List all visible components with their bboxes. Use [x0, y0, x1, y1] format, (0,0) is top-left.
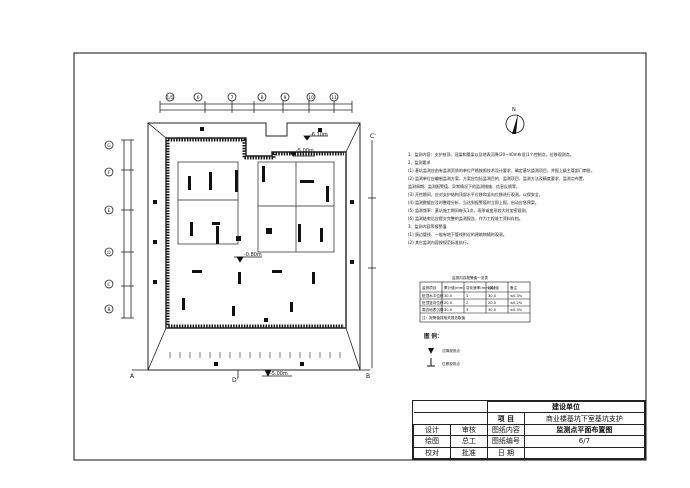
grid-label: 6: [197, 95, 200, 101]
chief-label: 总工: [449, 435, 488, 448]
table-cell: 30.0: [444, 294, 453, 298]
design-notes: 1、监测内容：支护桩顶、冠梁和腰梁以及地表沉降(20~40m布设)1个控制点，位…: [408, 151, 595, 245]
table-header: 变化速率(mm/d): [466, 285, 494, 290]
title-block: 建设单位 项 目 商业楼基坑下室基坑支护 设计 审核 图纸内容 监测点平面布置图…: [412, 400, 646, 460]
outer-slope-boundary: [147, 122, 361, 371]
legend-title: 图 例：: [424, 332, 442, 340]
alarm-table: 监测内容报警值一览表 监测项目 累计值(mm) 变化速率(mm/d) 控制值 备…: [419, 275, 531, 323]
top-dimension-lines: [159, 101, 353, 113]
review-label: 审核: [449, 423, 488, 437]
grid-label: 10: [308, 95, 314, 101]
table-cell: 30.0: [488, 308, 497, 312]
table-cell: 3: [466, 308, 468, 312]
note-line: (3) 开挖期间，应对支护结构顶部水平位移和竖向位移进行观测，以保安全。: [408, 191, 543, 197]
content-value: 监测点平面布置图: [523, 423, 646, 437]
grid-label: 11: [331, 95, 337, 101]
project-value: 商业楼基坑下室基坑支护: [523, 412, 646, 425]
note-line: (2) 其它监测内容按规范标准执行。: [408, 239, 471, 245]
note-line: 2、监测要求: [408, 159, 431, 165]
table-header: 累计值(mm): [444, 285, 465, 290]
table-header: 备注: [510, 285, 518, 290]
level-label: -0.80m: [244, 252, 262, 258]
content-label: 图纸内容: [486, 423, 525, 437]
corner-label: D': [232, 377, 239, 384]
owner-label: 建设单位: [486, 400, 646, 414]
frame-lines: [177, 161, 335, 253]
table-cell: 20.0: [444, 301, 453, 305]
sheet-border: [73, 52, 647, 461]
grid-label: 8: [261, 95, 264, 101]
number-value: 6/7: [523, 435, 646, 448]
grid-label: F: [108, 170, 111, 176]
north-arrow: N: [505, 107, 525, 134]
pit-outline: [165, 137, 347, 329]
table-cell: 桩顶竖向位移: [422, 300, 444, 305]
approve-label: 批准: [449, 446, 488, 460]
table-cell: 2: [466, 301, 468, 305]
table-cell: ≤0.2%: [510, 301, 523, 305]
grid-label: 1/5: [166, 95, 173, 101]
table-cell: 桩顶水平位移: [422, 293, 444, 298]
note-line: (4) 监测数据应及时整理分析，当达到报警值时立即上报，启动应急预案。: [408, 199, 539, 205]
column-grid: [182, 166, 329, 316]
table-cell: 30.0: [444, 308, 453, 312]
number-label: 图纸编号: [486, 435, 525, 448]
date-label: 日 期: [486, 446, 525, 460]
table-header: 控制值: [488, 285, 499, 290]
table-cell: 周边地表沉降: [422, 307, 444, 312]
table-cell: ≤0.3%: [510, 294, 523, 298]
note-line: 3、监测内容等报警值: [408, 223, 447, 229]
note-line: (5) 监测频率：基坑施工期间每天1次，雨季或变形较大时加密观测。: [408, 207, 529, 213]
displacement-point-icon: [427, 358, 435, 367]
design-label: 设计: [413, 423, 451, 437]
grid-label: D: [107, 250, 111, 256]
table-cell: 3: [466, 294, 468, 298]
corner-label: C': [370, 133, 376, 140]
level-label: -5.00m: [270, 371, 288, 377]
note-line: 监测周期、监测报警值、异常情况下的监测措施、信息反馈等。: [408, 183, 520, 189]
top-grid-markers: [165, 92, 339, 102]
level-markers: [234, 135, 328, 377]
grid-label: 9: [284, 95, 287, 101]
note-line: (2) 监测单位应编制监测方案，方案应包括监测目的、监测项目、监测方法及精度要求…: [408, 175, 587, 181]
table-cell: 30.0: [488, 294, 497, 298]
note-line: 1、监测内容：支护桩顶、冠梁和腰梁以及地表沉降(20~40m布设)1个控制点，位…: [408, 151, 574, 157]
note-line: (6) 监测结束后应提交完整的监测报告，作为工程竣工资料存档。: [408, 215, 523, 221]
draw-label: 绘图: [413, 435, 451, 448]
settlement-point-icon: [428, 348, 434, 354]
table-header: 监测项目: [422, 285, 436, 290]
note-line: (1) 基坑监测应由有监测资质的单位严格按照技术设计要求，确定基坑监测项目，并报…: [408, 167, 595, 173]
legend-label: 沉降观测点: [442, 348, 460, 353]
date-value: [523, 446, 646, 460]
corner-label: A: [130, 373, 135, 380]
corner-label: B: [366, 373, 370, 380]
grid-label: B: [107, 307, 110, 313]
monitoring-points: [153, 127, 354, 366]
left-dimension-lines: [121, 139, 134, 319]
table-cell: ≤0.3%: [510, 308, 523, 312]
project-label: 项 目: [486, 412, 525, 425]
legend-label: 位移观测点: [442, 361, 460, 366]
table-title: 监测内容报警值一览表: [452, 275, 488, 280]
table-footnote: 注：报警值按相关规范取值: [422, 315, 466, 320]
support-pile-row-left: [166, 140, 344, 328]
grid-label-text: 1/5 6 7 8 9 10 11 G F E D C B: [107, 95, 337, 313]
table-cell: 20.0: [488, 301, 497, 305]
legend: 图 例： 沉降观测点 位移观测点: [424, 332, 460, 367]
grid-label: G: [107, 143, 111, 149]
site-plan: [104, 92, 376, 378]
support-pile-row: [168, 138, 344, 160]
check-label: 校对: [413, 446, 451, 460]
bottom-hatch: [169, 352, 341, 358]
left-grid-markers: [104, 140, 114, 314]
axis-pointers: [132, 140, 376, 378]
level-label: -5.00m: [296, 148, 314, 154]
level-label: -6.10m: [310, 132, 328, 138]
grid-label: C: [107, 282, 110, 288]
grid-label: E: [108, 208, 111, 214]
grid-label: 7: [231, 95, 234, 101]
svg-text:N: N: [512, 107, 516, 113]
note-line: (1) 周边管线、一般有地下管线附近的建筑物随时观测。: [408, 231, 507, 237]
